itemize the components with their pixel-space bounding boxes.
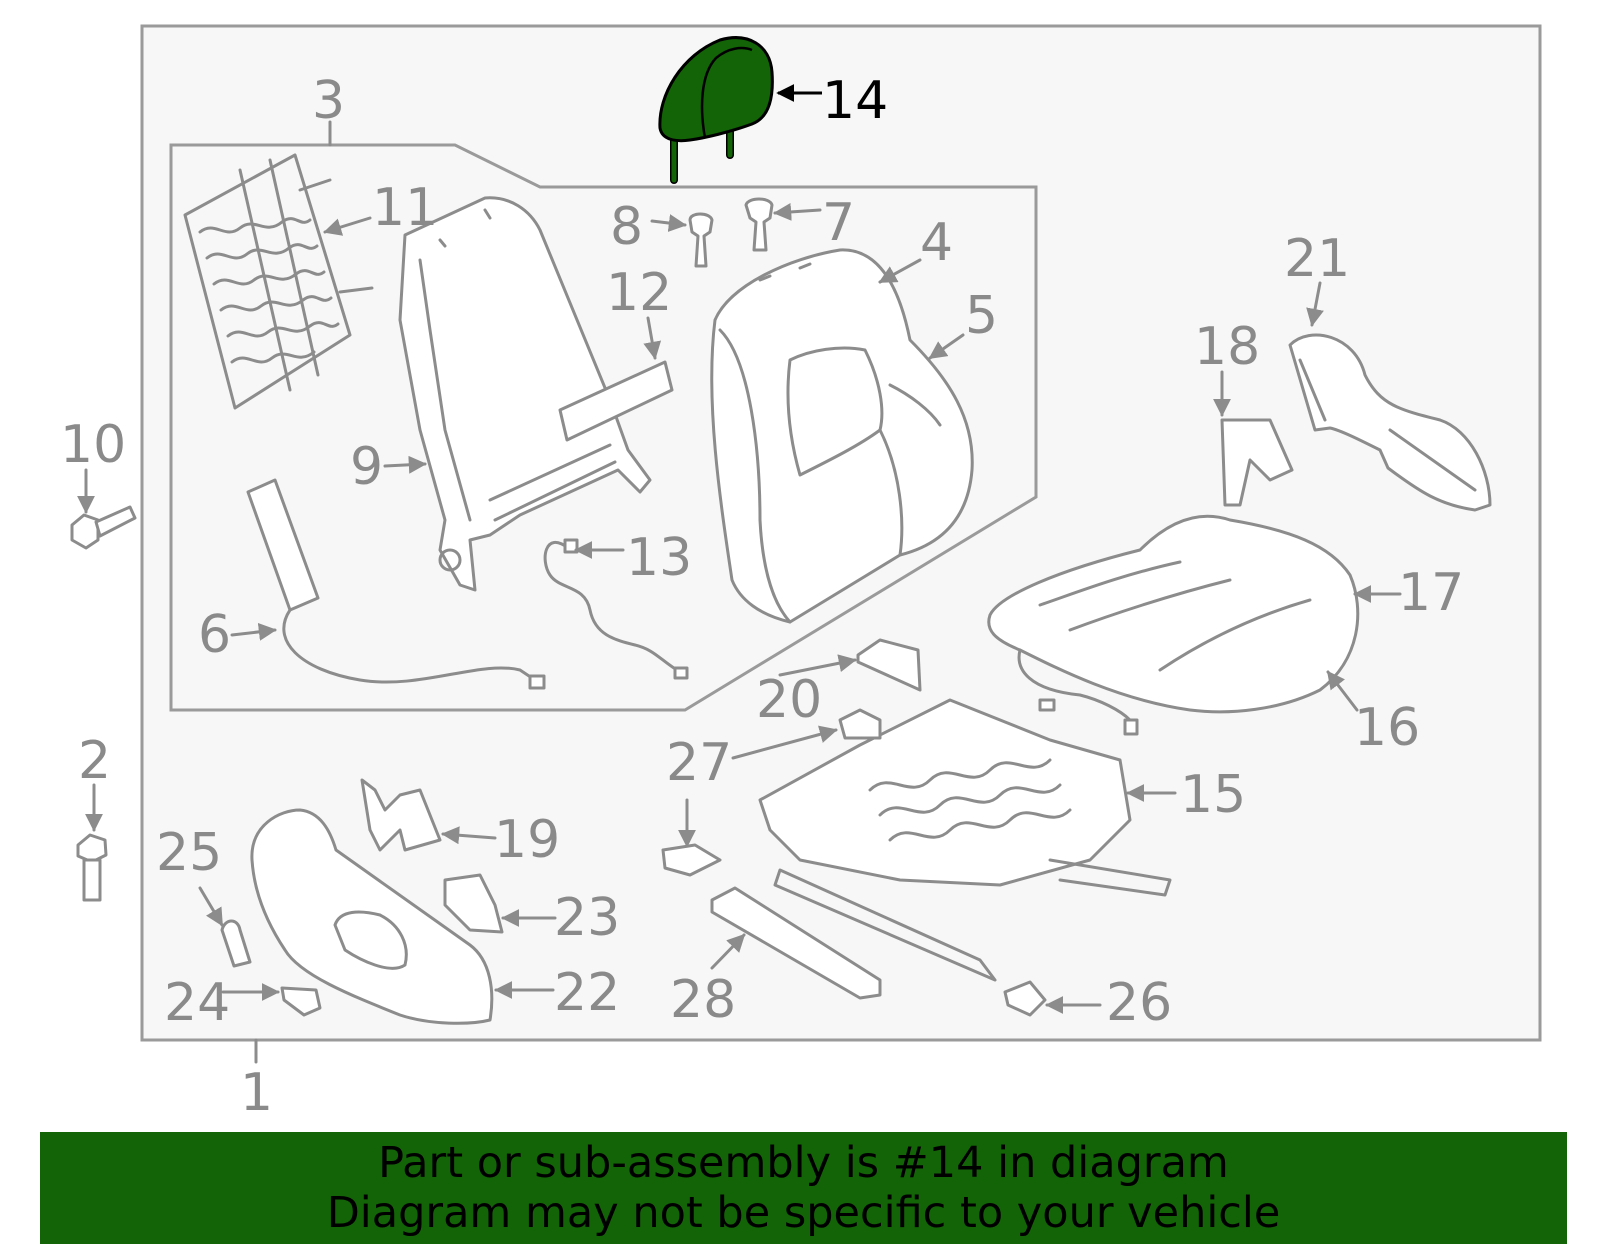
bracket-part-18 <box>1220 418 1294 507</box>
callout-26: 26 <box>1106 973 1172 1033</box>
callout-22: 22 <box>554 963 620 1023</box>
callout-11: 11 <box>372 178 438 238</box>
bracket-part-12 <box>558 360 674 442</box>
info-banner: Part or sub-assembly is #14 in diagram D… <box>40 1132 1567 1244</box>
callout-8: 8 <box>610 197 643 257</box>
bolt-part-10 <box>70 505 137 550</box>
cap-part-25 <box>220 919 252 968</box>
callout-19: 19 <box>494 810 560 870</box>
cap-part-24 <box>280 986 322 1017</box>
bracket-part-23 <box>443 873 504 934</box>
banner-line-1: Part or sub-assembly is #14 in diagram <box>378 1138 1229 1188</box>
bolt-part-2 <box>76 833 108 902</box>
seat-back-frame-part-9 <box>398 196 652 592</box>
rail-cover-part-28 <box>710 886 882 1000</box>
callout-1: 1 <box>240 1063 273 1123</box>
callout-4: 4 <box>920 213 953 273</box>
bracket-part-19 <box>360 778 442 852</box>
spring-mat-part-11 <box>183 153 374 410</box>
callout-10: 10 <box>60 415 126 475</box>
callout-2: 2 <box>78 731 111 791</box>
callout-3: 3 <box>312 71 345 131</box>
callout-28: 28 <box>670 970 736 1030</box>
cover-part-27 <box>838 708 882 740</box>
callout-15: 15 <box>1180 765 1246 825</box>
seat-cushion-part-16 <box>987 514 1360 736</box>
clip-part-8 <box>688 212 714 268</box>
callout-18: 18 <box>1194 317 1260 377</box>
banner-line-2: Diagram may not be specific to your vehi… <box>326 1188 1281 1238</box>
clip-part-7 <box>744 197 774 252</box>
callout-23: 23 <box>554 888 620 948</box>
side-shield-part-22 <box>250 808 494 1025</box>
cap-part-26 <box>1003 980 1047 1017</box>
bracket-part-20 <box>856 638 922 692</box>
headrest-part-14[interactable] <box>658 36 774 184</box>
recliner-cover-part-21 <box>1288 333 1492 512</box>
seat-back-assembly-box <box>169 143 1038 712</box>
callout-6: 6 <box>198 605 231 665</box>
callout-13: 13 <box>626 528 692 588</box>
callout-25: 25 <box>156 823 222 883</box>
callout-27: 27 <box>666 733 732 793</box>
callout-24: 24 <box>164 973 230 1033</box>
callout-12: 12 <box>606 263 672 323</box>
callout-20: 20 <box>756 670 822 730</box>
callout-7: 7 <box>822 193 855 253</box>
callout-14: 14 <box>822 71 888 131</box>
callout-17: 17 <box>1398 563 1464 623</box>
side-airbag-part-6 <box>246 478 546 690</box>
callout-16: 16 <box>1354 698 1420 758</box>
seat-frame-part-15 <box>758 698 1172 982</box>
callout-21: 21 <box>1284 229 1350 289</box>
seat-back-cover-part-4 <box>710 248 974 624</box>
callout-5: 5 <box>965 286 998 346</box>
callout-9: 9 <box>350 437 383 497</box>
